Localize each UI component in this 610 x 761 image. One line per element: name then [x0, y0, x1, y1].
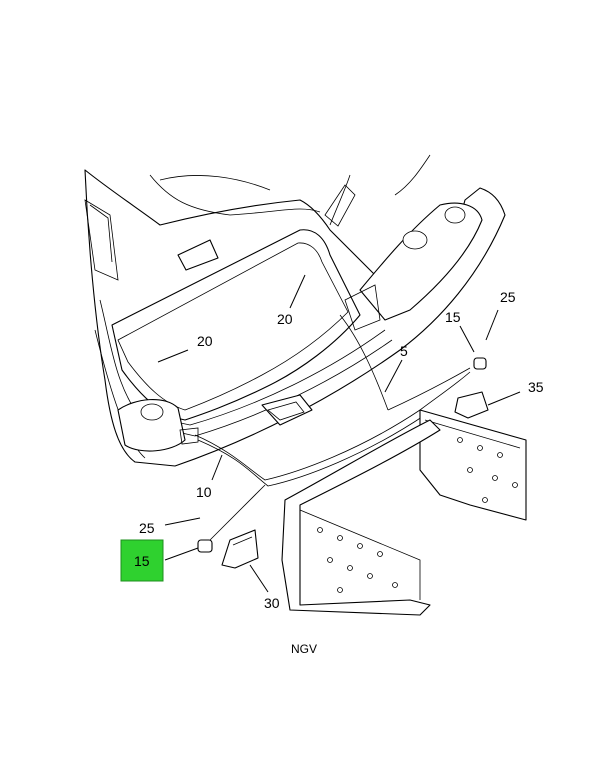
callout-25-top: 25 [500, 289, 516, 305]
right-frame-rail [419, 409, 527, 521]
leader-lines [157, 274, 521, 593]
callout-15-top: 15 [445, 309, 461, 325]
release-cables [194, 314, 471, 541]
clip-15-bottom [197, 539, 213, 553]
figure-caption: NGV [291, 642, 317, 656]
clip-15-top [473, 357, 487, 370]
callout-20-center: 20 [277, 311, 293, 327]
callout-20-left: 20 [197, 333, 213, 349]
hood-assembly [84, 154, 506, 467]
bracket-30 [221, 529, 259, 569]
callout-25-bottom: 25 [139, 520, 155, 536]
callout-35: 35 [528, 379, 544, 395]
callout-5: 5 [400, 343, 408, 359]
callout-10: 10 [196, 484, 212, 500]
callout-15-highlight[interactable]: 15 [134, 553, 150, 569]
highlight-box-15[interactable] [120, 539, 164, 582]
callout-30: 30 [264, 595, 280, 611]
left-frame-rail [281, 419, 441, 616]
bracket-35 [454, 391, 489, 419]
